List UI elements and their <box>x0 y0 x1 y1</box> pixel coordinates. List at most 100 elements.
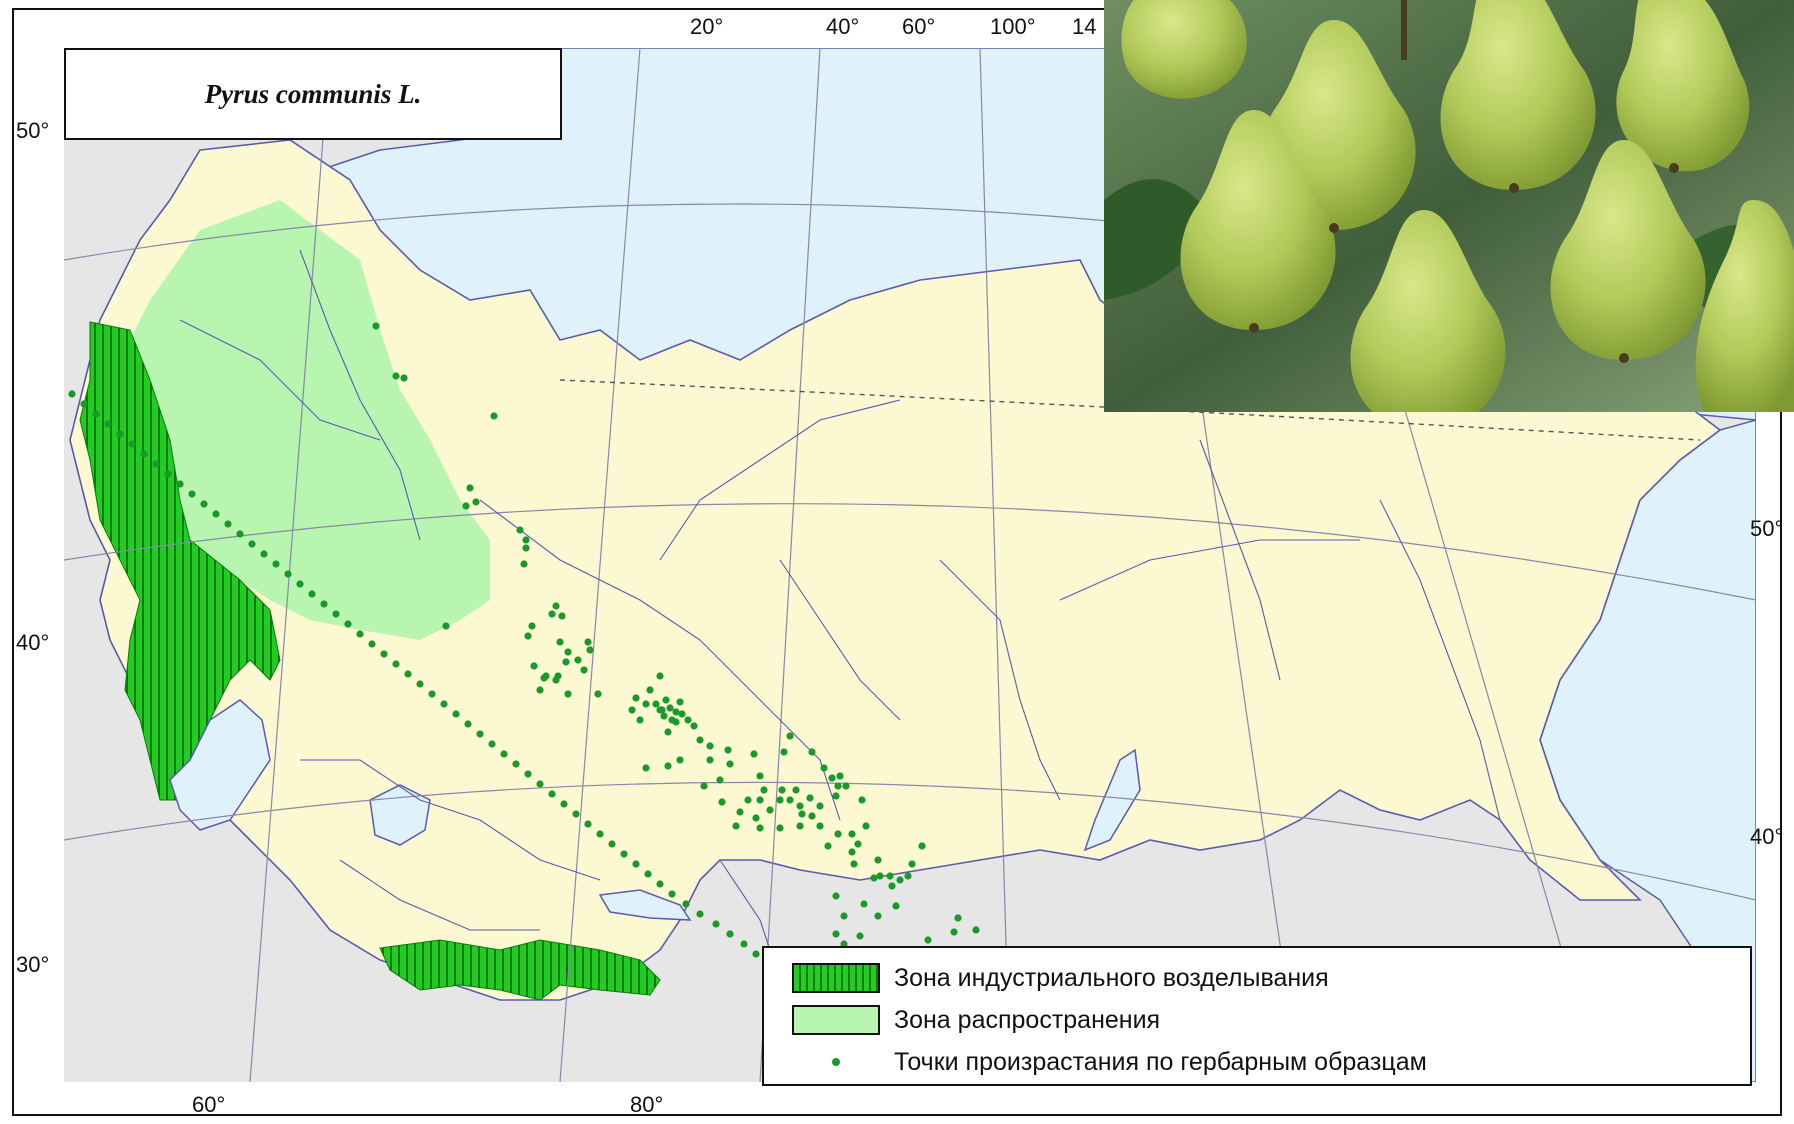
herbarium-point <box>854 840 862 848</box>
herbarium-point <box>642 764 650 772</box>
herbarium-point <box>808 748 816 756</box>
herbarium-point <box>524 770 532 778</box>
herbarium-point <box>848 830 856 838</box>
herbarium-point <box>656 672 664 680</box>
legend-item-points: Точки произрастания по гербарным образца… <box>792 1044 1427 1080</box>
herbarium-point <box>428 690 436 698</box>
herbarium-point <box>924 936 932 944</box>
herbarium-point <box>462 502 470 510</box>
herbarium-point <box>564 690 572 698</box>
herbarium-point <box>628 706 636 714</box>
herbarium-point <box>164 470 172 478</box>
herbarium-point <box>646 686 654 694</box>
herbarium-point <box>792 786 800 794</box>
herbarium-point <box>442 622 450 630</box>
herbarium-point <box>820 764 828 772</box>
herbarium-point <box>380 650 388 658</box>
herbarium-point <box>540 674 548 682</box>
herbarium-point <box>522 536 530 544</box>
herbarium-point <box>716 776 724 784</box>
herbarium-point <box>404 670 412 678</box>
herbarium-point <box>724 746 732 754</box>
herbarium-point <box>806 794 814 802</box>
herbarium-point <box>372 322 380 330</box>
herbarium-point <box>584 820 592 828</box>
herbarium-point <box>400 374 408 382</box>
herbarium-point <box>842 782 850 790</box>
herbarium-point <box>676 756 684 764</box>
herbarium-point <box>834 782 842 790</box>
herbarium-point <box>736 808 744 816</box>
herbarium-point <box>828 774 836 782</box>
herbarium-point <box>778 786 786 794</box>
herbarium-point <box>524 632 532 640</box>
herbarium-point <box>706 756 714 764</box>
herbarium-point <box>104 420 112 428</box>
map-title: Pyrus communis L. <box>204 78 422 109</box>
herbarium-point <box>272 560 280 568</box>
herbarium-point <box>824 842 832 850</box>
herbarium-point <box>562 658 570 666</box>
herbarium-point <box>908 860 916 868</box>
herbarium-point <box>664 728 672 736</box>
herbarium-point <box>682 900 690 908</box>
herbarium-point <box>860 900 868 908</box>
herbarium-point <box>658 706 666 714</box>
herbarium-point <box>840 940 848 948</box>
map-legend: Зона индустриального возделывания Зона р… <box>762 946 1752 1086</box>
herbarium-point <box>752 814 760 822</box>
herbarium-point <box>776 824 784 832</box>
herbarium-point <box>752 950 760 958</box>
herbarium-point <box>260 550 268 558</box>
herbarium-point <box>850 860 858 868</box>
herbarium-point <box>520 560 528 568</box>
herbarium-point <box>466 484 474 492</box>
herbarium-point <box>548 790 556 798</box>
herbarium-point <box>660 712 668 720</box>
herbarium-point-swatch <box>792 1047 880 1077</box>
herbarium-point <box>652 700 660 708</box>
top-tick-60: 60° <box>902 14 936 39</box>
top-tick-140: 14 <box>1072 14 1097 39</box>
herbarium-point <box>756 772 764 780</box>
herbarium-point <box>836 772 844 780</box>
herbarium-point <box>750 750 758 758</box>
industrial-zone-south <box>379 939 661 1001</box>
herbarium-point <box>834 830 842 838</box>
herbarium-point <box>586 646 594 654</box>
herbarium-point <box>840 912 848 920</box>
herbarium-point <box>918 842 926 850</box>
herbarium-point <box>858 796 866 804</box>
herbarium-point <box>786 732 794 740</box>
herbarium-point <box>554 672 562 680</box>
herbarium-point <box>656 880 664 888</box>
herbarium-point <box>140 450 148 458</box>
herbarium-point <box>766 806 774 814</box>
legend-item-range: Зона распространения <box>792 1002 1160 1038</box>
herbarium-point <box>620 850 628 858</box>
herbarium-point <box>954 914 962 922</box>
herbarium-point <box>632 860 640 868</box>
herbarium-point <box>594 690 602 698</box>
herbarium-point <box>584 638 592 646</box>
herbarium-point <box>862 822 870 830</box>
herbarium-point <box>608 840 616 848</box>
map-title-box: Pyrus communis L. <box>64 48 562 140</box>
herbarium-point <box>712 920 720 928</box>
herbarium-point <box>152 460 160 468</box>
left-tick-40: 40° <box>16 630 50 655</box>
herbarium-point <box>476 730 484 738</box>
herbarium-point <box>816 822 824 830</box>
herbarium-point <box>726 760 734 768</box>
herbarium-point <box>632 694 640 702</box>
herbarium-point <box>564 648 572 656</box>
herbarium-point <box>760 786 768 794</box>
herbarium-point <box>690 722 698 730</box>
left-tick-30: 30° <box>16 952 50 977</box>
industrial-zone-swatch <box>792 963 880 993</box>
herbarium-point <box>832 892 840 900</box>
herbarium-point <box>700 782 708 790</box>
herbarium-point <box>874 856 882 864</box>
range-zone-swatch <box>792 1005 880 1035</box>
top-tick-40: 40° <box>826 14 860 39</box>
